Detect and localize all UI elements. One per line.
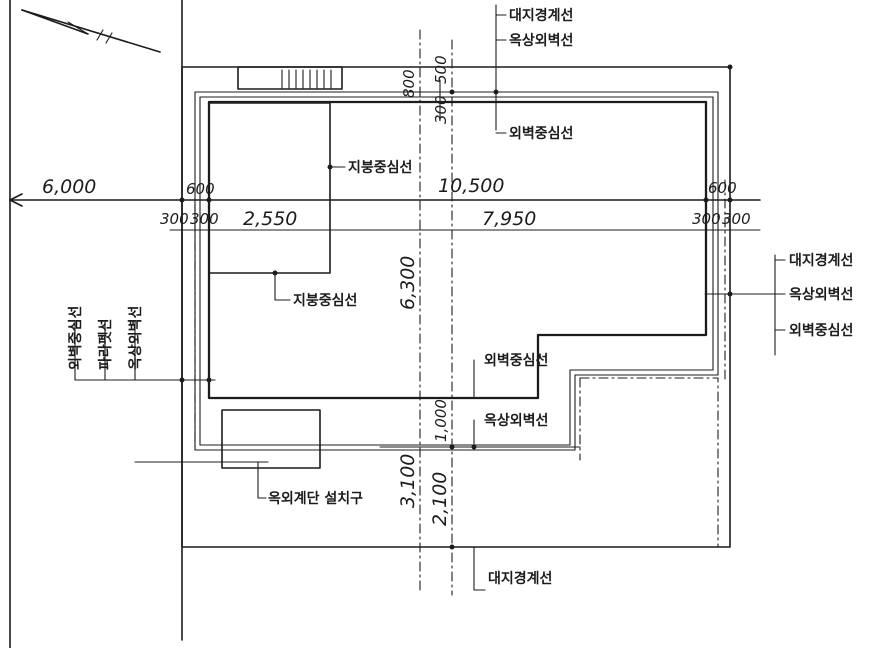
lower-right-dash [579, 377, 719, 548]
roof-outer-wall [194, 91, 719, 451]
label-bottom: 대지경계선 [488, 570, 552, 587]
room-leader-2 [274, 272, 291, 301]
dim-bottom-a: 1,000 [432, 399, 450, 442]
dim-bottom-c: 2,100 [429, 472, 451, 526]
box-label-leader [257, 461, 267, 499]
outdoor-stair-box [221, 409, 321, 469]
dim-right-offset: 600 [708, 179, 737, 197]
label-right-3: 외벽중심선 [789, 322, 853, 339]
label-top-3: 외벽중심선 [509, 125, 573, 142]
dim-top-sub-b: 500 [432, 55, 450, 84]
dim-wall-left-b: 300 [190, 210, 219, 228]
dim-site-width: 6,000 [42, 176, 96, 198]
label-left-3: 옥상외벽선 [127, 306, 144, 370]
label-top-1: 대지경계선 [509, 7, 573, 24]
label-box: 옥외계단 설치구 [268, 490, 363, 507]
dim-depth: 6,300 [397, 256, 419, 310]
dim-bottom-b: 3,100 [397, 454, 419, 508]
dim-top-margin: 800 [400, 69, 418, 98]
dim-wall-right-b: 300 [722, 210, 751, 228]
label-left-2: 파라펫선 [97, 318, 114, 370]
label-notch-1: 외벽중심선 [484, 352, 548, 369]
bottom-leader [473, 546, 486, 591]
label-room-1: 지붕중심선 [348, 160, 412, 176]
node-dots [179, 64, 733, 550]
dim-left-offset: 600 [186, 180, 215, 198]
notch-leader-1 [473, 359, 481, 399]
roof-inner-wall [199, 96, 714, 446]
label-top-2: 옥상외벽선 [509, 32, 573, 49]
north-arrow-icon [21, 9, 161, 53]
dim-top-sub-a: 300 [432, 95, 450, 124]
label-left-1: 외벽중심선 [67, 306, 84, 370]
stair-icon [237, 66, 343, 90]
dim-building-length: 10,500 [438, 175, 504, 197]
building-outline [207, 100, 708, 400]
dim-wall-left-a: 300 [160, 210, 189, 228]
label-room-2: 지붕중심선 [293, 293, 357, 309]
inner-room [208, 102, 331, 274]
dim-room-width: 2,550 [243, 208, 297, 230]
label-right-2: 옥상외벽선 [789, 286, 853, 303]
dim-main-span: 7,950 [482, 208, 536, 230]
label-notch-2: 옥상외벽선 [484, 412, 548, 429]
arrow-left-icon [9, 193, 23, 207]
label-right-1: 대지경계선 [789, 252, 853, 269]
dim-wall-right-a: 300 [692, 210, 721, 228]
site-boundary [181, 66, 731, 548]
